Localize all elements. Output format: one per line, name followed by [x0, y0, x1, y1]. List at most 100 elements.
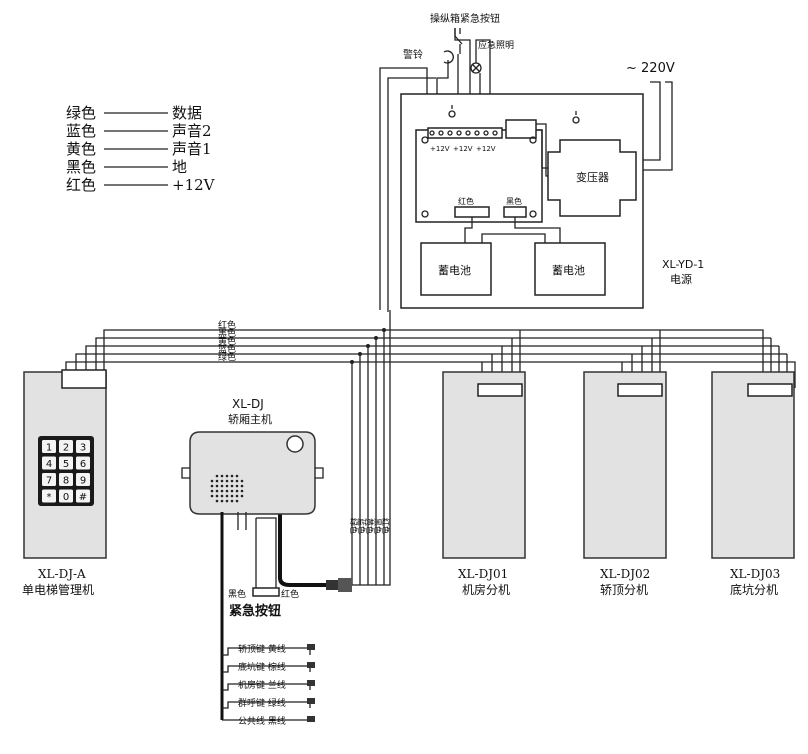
speaker-hole	[240, 484, 244, 488]
speaker-hole	[230, 479, 234, 483]
keypad-key-label: 5	[63, 459, 69, 470]
voltage-label: ~ 220V	[626, 61, 675, 76]
mounting-hole-icon	[448, 105, 580, 124]
speaker-hole	[220, 479, 224, 483]
speaker-grill-icon	[210, 474, 244, 503]
speaker-hole	[220, 499, 224, 503]
keypad-key	[42, 489, 56, 503]
speaker-hole	[225, 474, 229, 478]
speaker-hole	[215, 474, 219, 478]
speaker-hole	[215, 499, 219, 503]
keypad-key	[42, 440, 56, 453]
connector-plug	[278, 310, 391, 592]
wire-color-legend: 绿色 数据 蓝色 声音2 黄色 声音1 黑色 地 红色 +12V	[66, 104, 216, 194]
speaker-hole	[215, 494, 219, 498]
legend-meaning-3: 地	[172, 158, 187, 176]
speaker-hole	[225, 494, 229, 498]
vwire-label-3: 黑色	[373, 518, 383, 534]
key-wire-0: 轿顶键 黄线	[238, 643, 286, 655]
keypad-key-label: 0	[63, 492, 69, 503]
speaker-hole	[220, 489, 224, 493]
legend-meaning-0: 数据	[172, 104, 202, 122]
black-terminal	[503, 206, 527, 218]
camera-icon	[286, 435, 304, 453]
speaker-hole	[225, 489, 229, 493]
speaker-hole	[230, 489, 234, 493]
keypad-key-label: #	[79, 492, 87, 503]
vwire-label-1: 蓝色	[357, 518, 367, 534]
bus-label-1: 黑色	[218, 327, 236, 339]
terminal-block-top	[427, 119, 537, 139]
bus-label-2: 黄色	[218, 335, 236, 347]
speaker-hole	[240, 489, 244, 493]
legend-meaning-2: 声音1	[172, 140, 212, 158]
keypad-key-label: 4	[46, 459, 52, 470]
emergency-light-label: 应急照明	[478, 39, 514, 51]
machine-room-name: 机房分机	[462, 582, 510, 597]
keypad-key-label: *	[47, 492, 52, 503]
keypad-key	[59, 440, 73, 453]
junction-dots	[350, 328, 386, 364]
car-host-name: 轿厢主机	[228, 412, 272, 426]
battery-right-label: 蓄电池	[552, 264, 585, 277]
speaker-hole	[235, 484, 239, 488]
speaker-hole	[220, 494, 224, 498]
keypad-key-label: 3	[80, 443, 86, 454]
manager-connector	[61, 369, 107, 389]
lamp-icon	[470, 62, 482, 74]
transformer	[547, 139, 637, 217]
keypad-key	[76, 489, 90, 503]
board-wire-red-label: 红色	[458, 196, 474, 206]
keypad-key-label: 6	[80, 459, 86, 470]
screw-icon	[421, 136, 537, 218]
speaker-hole	[230, 484, 234, 488]
key-wire-2: 机房键 兰线	[238, 679, 286, 691]
speaker-hole	[210, 489, 214, 493]
board-wire-black-label: 黑色	[506, 196, 522, 206]
emergency-button-terminal	[252, 587, 280, 597]
machine-room-model: XL-DJ01	[458, 567, 508, 581]
bus-wires	[65, 329, 796, 388]
speaker-hole	[225, 484, 229, 488]
car-host-model: XL-DJ	[232, 397, 264, 411]
legend-color-3: 黑色	[66, 158, 96, 176]
emergency-red-label: 红色	[281, 588, 299, 600]
vwire-label-4: 红色	[381, 518, 391, 534]
speaker-hole	[235, 494, 239, 498]
speaker-hole	[215, 484, 219, 488]
pit-connector	[747, 383, 793, 397]
keypad-key	[59, 473, 73, 486]
speaker-hole	[235, 489, 239, 493]
key-wire-1: 底坑键 棕线	[238, 661, 286, 673]
car-top-connector	[617, 383, 663, 397]
speaker-hole	[235, 474, 239, 478]
speaker-hole	[220, 474, 224, 478]
legend-meaning-4: +12V	[172, 176, 216, 194]
switch-icon	[454, 28, 463, 54]
keypad-key	[59, 489, 73, 503]
power-model: XL-YD-1	[662, 258, 704, 271]
speaker-hole	[230, 474, 234, 478]
speaker-hole	[210, 494, 214, 498]
machine-room-unit	[442, 371, 526, 559]
keypad-key-label: 8	[63, 476, 69, 487]
keypad	[38, 436, 94, 506]
vwire-label-0: 绿色	[349, 518, 359, 534]
keypad-key-label: 7	[46, 476, 52, 487]
legend-meaning-1: 声音2	[172, 122, 212, 140]
key-wires	[222, 644, 315, 722]
keypad-key	[42, 473, 56, 486]
speaker-hole	[215, 479, 219, 483]
vwire-label-2: 黄色	[365, 518, 375, 534]
keypad-key	[76, 473, 90, 486]
speaker-hole	[220, 484, 224, 488]
keypad-key-label: 9	[80, 476, 86, 487]
bus-label-0: 红色	[218, 319, 236, 331]
key-wire-4: 公共线 黑线	[238, 715, 286, 727]
battery-right	[534, 242, 606, 296]
speaker-hole	[225, 499, 229, 503]
speaker-hole	[240, 479, 244, 483]
manager-name: 单电梯管理机	[22, 582, 94, 597]
